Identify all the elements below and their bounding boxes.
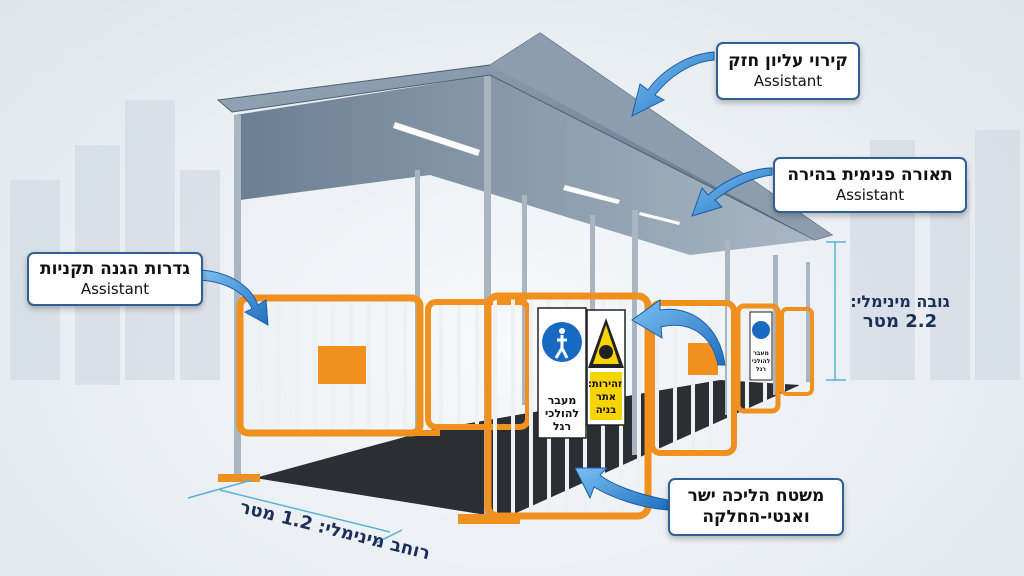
background-buildings xyxy=(10,100,1020,385)
interior-lights xyxy=(393,122,680,225)
callout-title: גדרות הגנה תקניות xyxy=(39,259,191,279)
callout-title-line2: ואנטי-החלקה xyxy=(702,507,810,527)
callout-subtitle: Assistant xyxy=(80,280,150,298)
height-dimension-label: גובה מינימלי: 2.2 מטר xyxy=(845,292,955,332)
callout-arrows xyxy=(199,51,773,511)
callout-subtitle: Assistant xyxy=(753,72,823,90)
construction-warning-sign xyxy=(586,309,626,426)
callout-interior-lighting: תאורה פנימית בהירה Assistant xyxy=(773,157,967,213)
roof-top-surface xyxy=(490,33,832,240)
pedestrian-sign-text: מעבר להולכי רגל xyxy=(544,394,580,433)
roof-underside xyxy=(235,75,815,255)
warning-sign-text: זהירות: אתר בניה xyxy=(587,379,622,416)
callout-safety-fences: גדרות הגנה תקניות Assistant xyxy=(27,252,203,306)
width-dimension-line xyxy=(187,479,403,546)
callout-title: קירוי עליון חזק xyxy=(728,51,848,71)
safety-fences xyxy=(218,292,814,524)
callout-title: תאורה פנימית בהירה xyxy=(787,165,953,185)
height-dimension-line xyxy=(826,241,846,381)
callout-title: משטח הליכה ישר xyxy=(687,486,825,506)
callout-subtitle: Assistant xyxy=(835,186,905,204)
pedestrian-sign xyxy=(537,307,587,439)
callout-walking-surface: משטח הליכה ישר ואנטי-החלקה xyxy=(668,478,844,536)
callout-strong-roof: קירוי עליון חזק Assistant xyxy=(716,42,860,100)
pedestrian-sign-small-text: מעבר להולכי רגל xyxy=(751,350,771,373)
pedestrian-sign-small xyxy=(749,311,773,381)
height-value: 2.2 מטר xyxy=(862,311,938,332)
height-label: גובה מינימלי: xyxy=(850,292,950,311)
